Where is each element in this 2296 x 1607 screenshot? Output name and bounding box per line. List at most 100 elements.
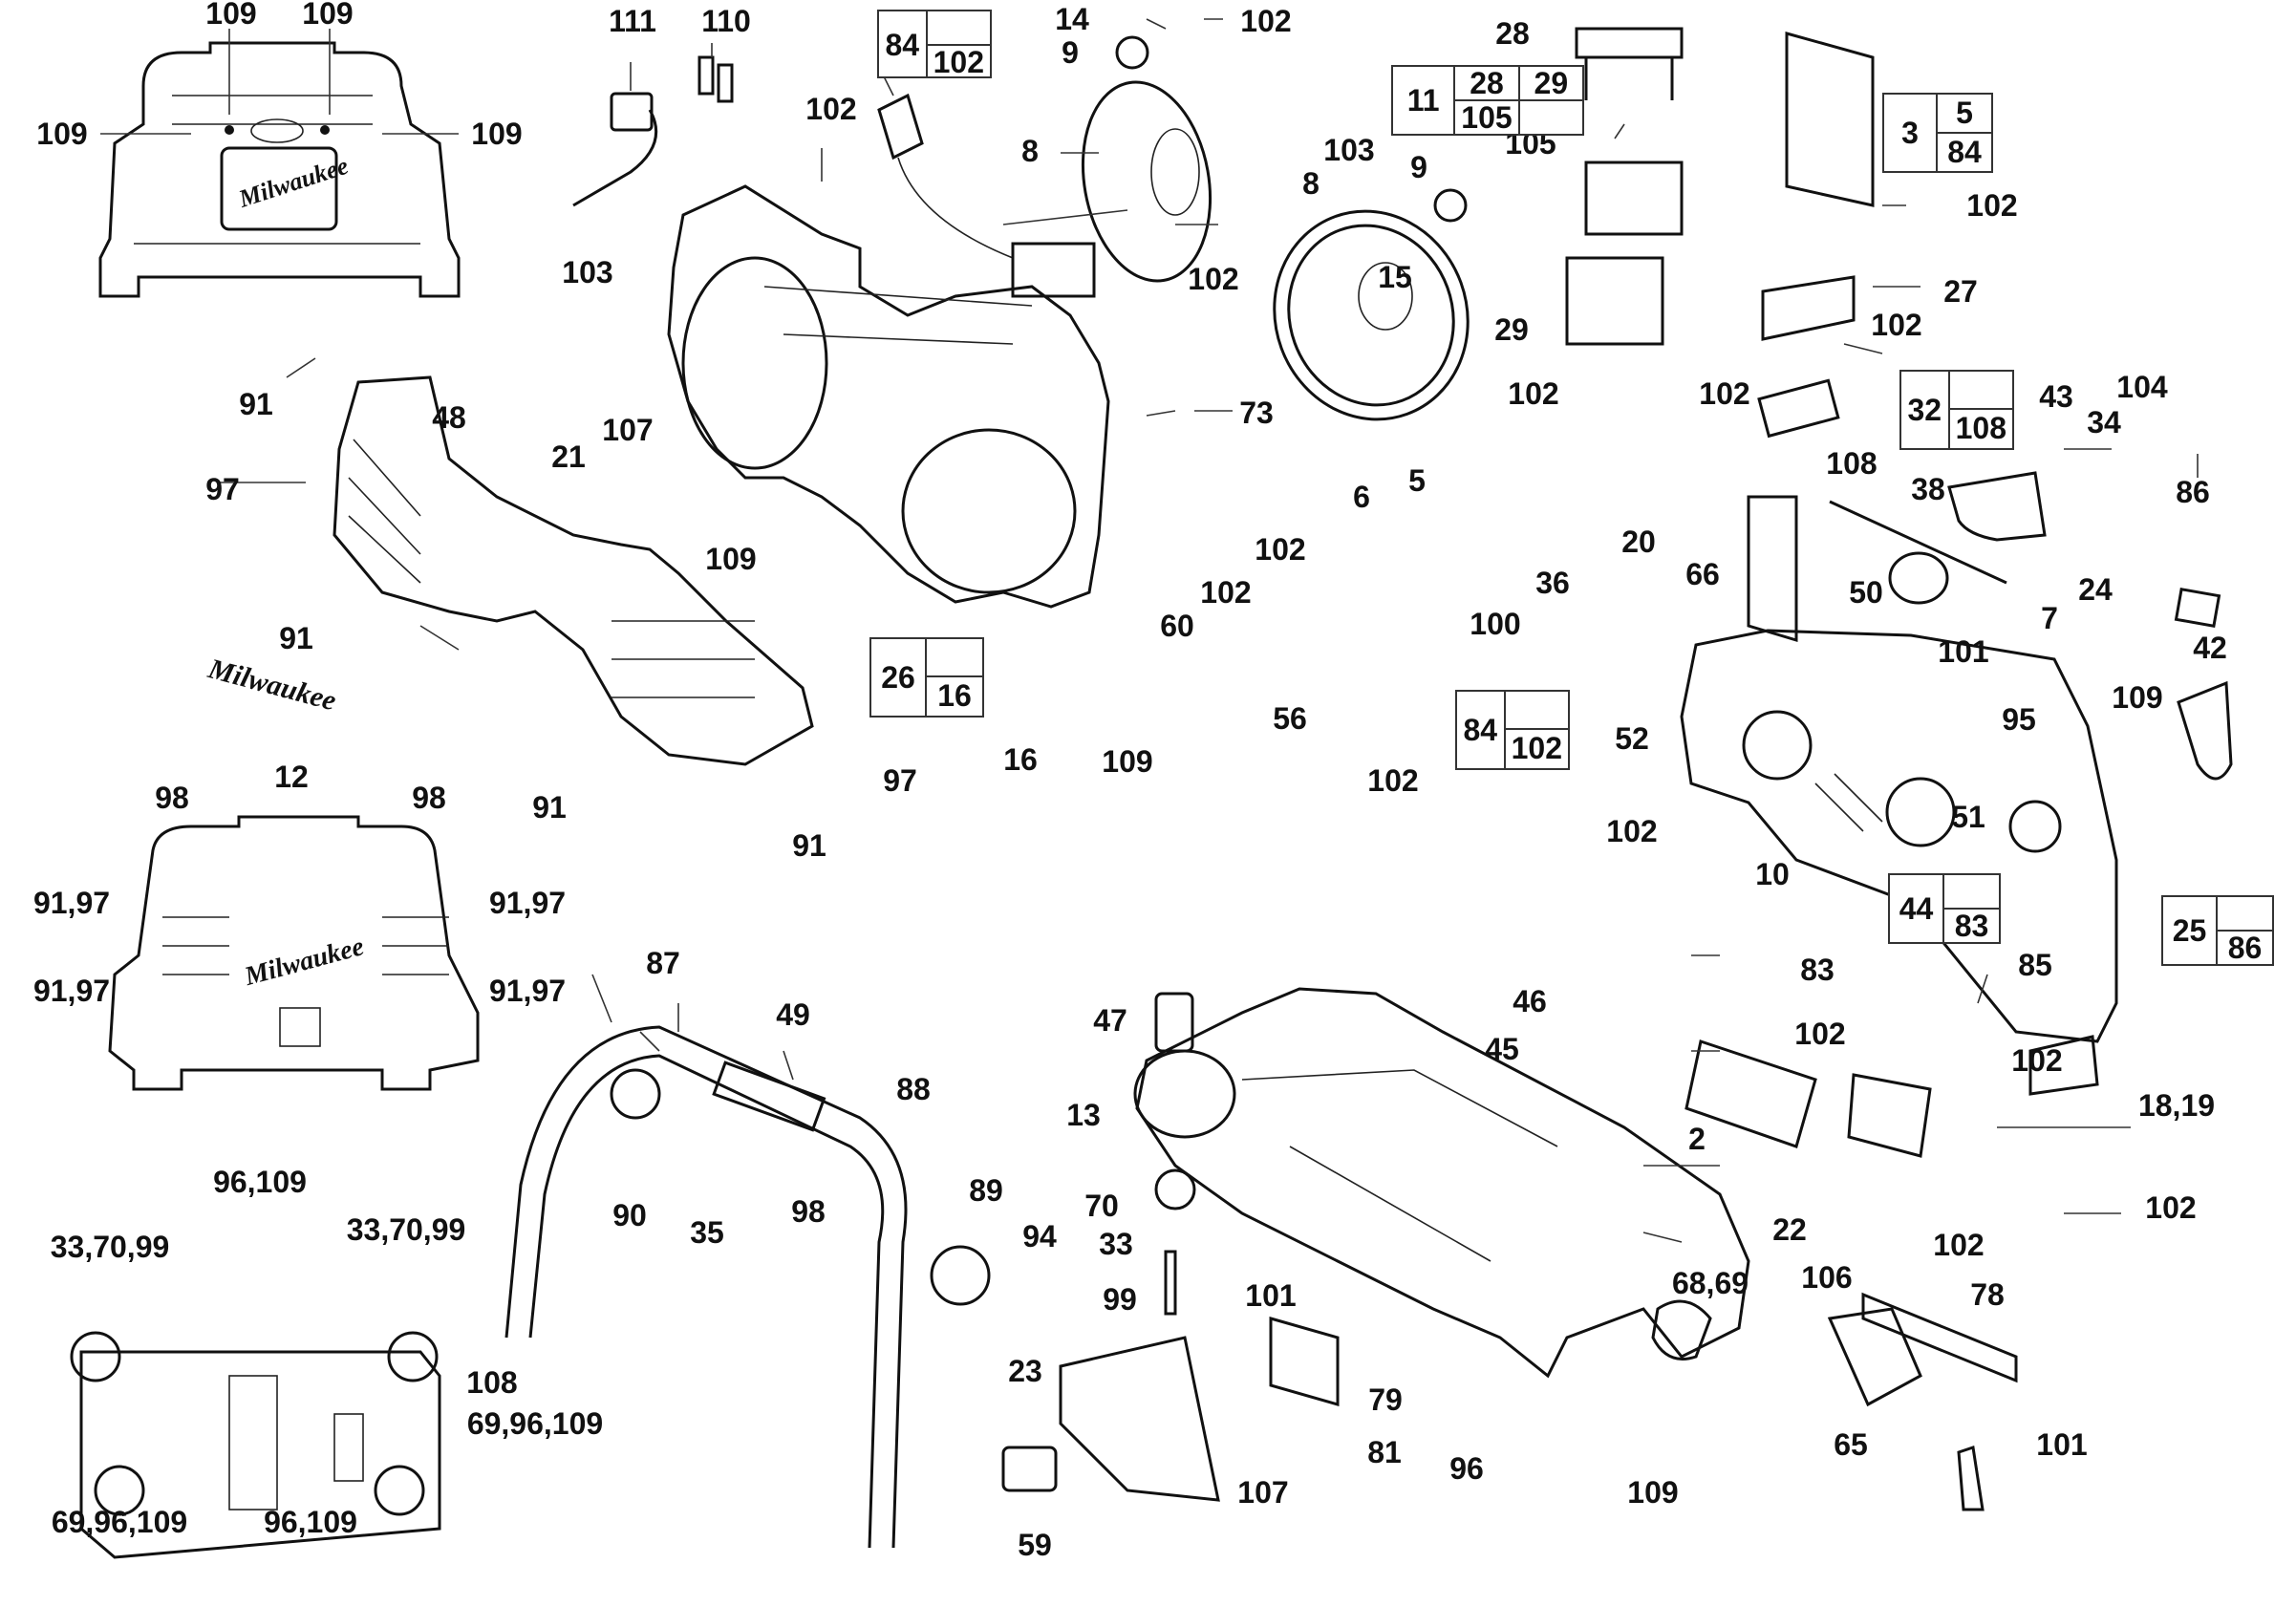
callout-29: 29 — [1494, 312, 1529, 347]
callout-102: 102 — [2145, 1190, 2197, 1225]
callout-86: 86 — [2176, 475, 2210, 509]
callout-102: 102 — [1367, 763, 1419, 798]
leader-lines — [100, 18, 2199, 1243]
callout-109: 109 — [2112, 680, 2163, 715]
ref-box-top — [1949, 372, 2012, 410]
callout-49: 49 — [776, 997, 810, 1032]
ref-box-32: 32 108 — [1899, 370, 2014, 450]
ref-box-bottom: 83 — [1954, 908, 1989, 943]
callout-102: 102 — [1255, 532, 1306, 567]
ref-box-main: 44 — [1890, 875, 1944, 942]
callout-81: 81 — [1367, 1435, 1402, 1469]
callout-109: 109 — [205, 0, 257, 31]
right-side-parts — [1651, 471, 2233, 1511]
callout-104: 104 — [2116, 370, 2168, 404]
callout-102: 102 — [1240, 4, 1292, 38]
ref-box-main: 84 — [1457, 692, 1506, 768]
callout-24: 24 — [2078, 572, 2113, 607]
callout-78: 78 — [1970, 1277, 2005, 1312]
ref-box-bottom: 86 — [2227, 930, 2263, 965]
ref-box-25: 25 86 — [2161, 895, 2274, 966]
ref-box-main: 3 — [1884, 95, 1938, 171]
callout-42: 42 — [2193, 631, 2227, 665]
ref-box-main: 26 — [871, 639, 927, 716]
callout-107: 107 — [1237, 1475, 1289, 1510]
callout-88: 88 — [896, 1072, 931, 1106]
ref-box-bottom: 84 — [1947, 135, 1982, 169]
ref-box-11: 11 28 29 105 — [1391, 65, 1584, 136]
callout-102: 102 — [1188, 262, 1239, 296]
callout-18-19: 18,19 — [2137, 1088, 2216, 1123]
callout-91-97: 91,97 — [32, 886, 111, 920]
ref-box-84: 84 102 — [877, 10, 992, 79]
callout-97: 97 — [883, 763, 917, 798]
ref-box-3: 3 5 84 — [1882, 93, 1993, 173]
ref-box-cell: 29 — [1519, 66, 1582, 101]
ref-box-cell: 105 — [1455, 100, 1520, 135]
callout-94: 94 — [1022, 1219, 1057, 1253]
callout-103: 103 — [562, 255, 613, 289]
ref-box-main: 25 — [2163, 897, 2218, 964]
ref-box-main: 11 — [1393, 67, 1456, 134]
callout-108: 108 — [1826, 446, 1878, 481]
callout-91-97: 91,97 — [488, 886, 567, 920]
callout-101: 101 — [1938, 634, 1989, 669]
ref-box-bottom: 16 — [937, 678, 972, 714]
ref-box-top — [927, 639, 982, 677]
callout-9: 9 — [1410, 150, 1427, 184]
callout-34: 34 — [2087, 405, 2121, 439]
callout-2: 2 — [1688, 1122, 1706, 1156]
callout-65: 65 — [1834, 1427, 1868, 1462]
callout-33: 33 — [1099, 1227, 1133, 1261]
callout-45: 45 — [1485, 1032, 1519, 1066]
radio-rear-view: Milwaukee — [108, 815, 480, 1091]
callout-48: 48 — [432, 400, 466, 435]
callout-102: 102 — [1606, 814, 1658, 848]
ref-box-bottom: 102 — [1511, 731, 1562, 766]
callout-47: 47 — [1093, 1003, 1127, 1038]
callout-28: 28 — [1495, 16, 1530, 51]
callout-111: 111 — [609, 4, 656, 38]
callout-70: 70 — [1084, 1189, 1119, 1223]
callout-20: 20 — [1621, 525, 1656, 559]
callout-109: 109 — [302, 0, 354, 31]
callout-100: 100 — [1470, 607, 1521, 641]
speaker-right — [1273, 209, 1470, 421]
callout-27: 27 — [1943, 274, 1978, 309]
radio-front-view: Milwaukee — [98, 41, 461, 298]
callout-85: 85 — [2018, 948, 2052, 982]
callout-102: 102 — [1933, 1228, 1985, 1262]
callout-91: 91 — [532, 790, 567, 825]
callout-60: 60 — [1160, 609, 1194, 643]
speaker-left — [1081, 80, 1212, 283]
callout-91-97: 91,97 — [32, 974, 111, 1008]
callout-68-69: 68,69 — [1671, 1266, 1749, 1300]
ref-box-84: 84 102 — [1455, 690, 1570, 770]
callout-97: 97 — [205, 472, 240, 506]
ref-box-bottom: 108 — [1955, 411, 2006, 446]
callout-91: 91 — [792, 828, 826, 863]
callout-66: 66 — [1685, 557, 1720, 591]
callout-102: 102 — [805, 92, 857, 126]
callout-36: 36 — [1535, 566, 1570, 600]
callout-103: 103 — [1323, 133, 1375, 167]
callout-91: 91 — [279, 621, 313, 655]
callout-109: 109 — [1627, 1475, 1679, 1510]
callout-7: 7 — [2041, 601, 2058, 635]
ref-box-main: 84 — [879, 11, 928, 78]
callout-91: 91 — [239, 387, 273, 421]
callout-22: 22 — [1772, 1212, 1807, 1247]
callout-106: 106 — [1801, 1260, 1853, 1295]
callout-16: 16 — [1003, 742, 1038, 777]
callout-108: 108 — [466, 1365, 518, 1400]
small-parts-bottom — [610, 992, 1340, 1502]
callout-51: 51 — [1951, 800, 1985, 834]
callout-102: 102 — [1508, 376, 1559, 411]
callout-73: 73 — [1239, 396, 1274, 430]
callout-33-70-99: 33,70,99 — [50, 1230, 170, 1264]
callout-109: 109 — [471, 117, 523, 151]
callout-50: 50 — [1849, 575, 1883, 610]
callout-87: 87 — [646, 946, 680, 980]
ref-box-bottom: 102 — [933, 44, 984, 79]
ref-box-44: 44 83 — [1888, 873, 2001, 944]
